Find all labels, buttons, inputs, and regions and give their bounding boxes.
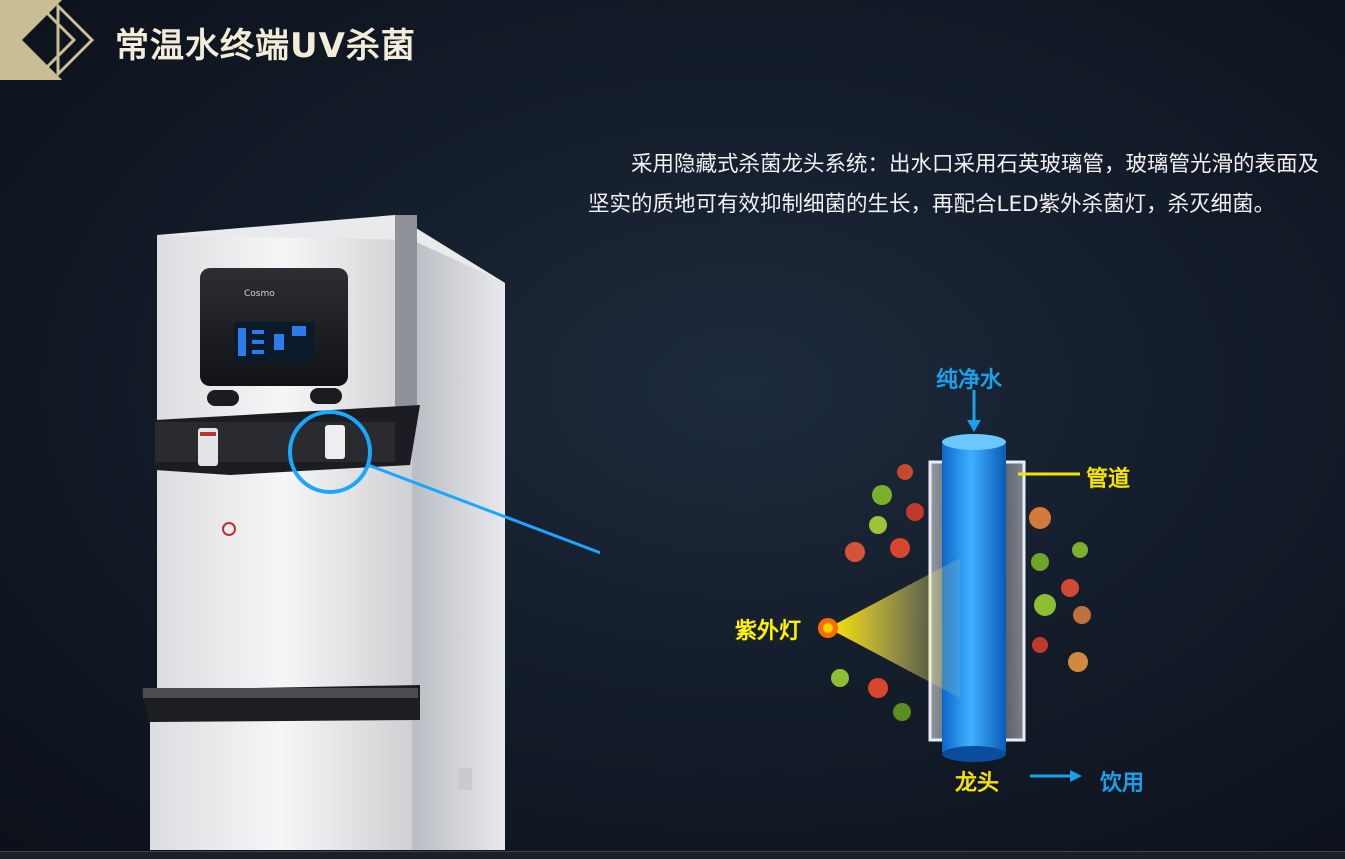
page-title: 常温水终端UV杀菌 [115,26,416,66]
uv-lamp-label: 紫外灯 [735,619,802,644]
input-water-label: 纯净水 [936,368,1003,393]
water-dispenser-image: Cosmo [140,215,600,850]
faucet-highlight [288,410,372,494]
pipe-label: 管道 [1086,467,1131,492]
uv-sterilization-diagram [818,390,1091,782]
description-text: 采用隐藏式杀菌龙头系统：出水口采用石英玻璃管，玻璃管光滑的表面及坚实的质地可有效… [588,152,1320,217]
brand-label: Cosmo [244,289,275,299]
output-label: 饮用 [1100,771,1145,796]
bottom-bar [0,851,1345,859]
bacteria-icons [831,464,1091,721]
header-badge-icon [0,0,95,80]
faucet-label: 龙头 [955,771,1000,796]
